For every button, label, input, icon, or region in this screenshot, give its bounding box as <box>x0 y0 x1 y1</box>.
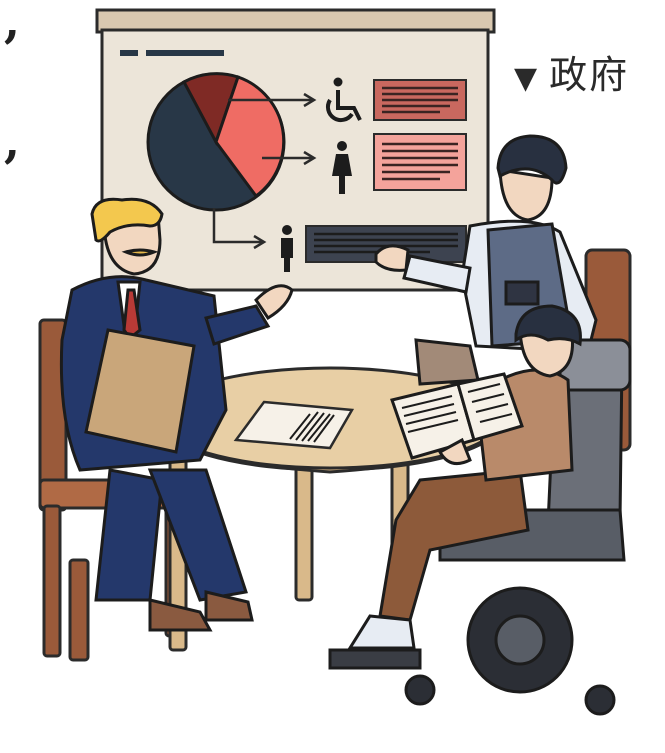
pie-slice-salmon <box>214 75 286 199</box>
board-text-box-1 <box>373 79 467 121</box>
pie-chart <box>146 72 286 212</box>
document-on-table <box>233 400 355 450</box>
caption: ▼ 政府 <box>514 44 629 99</box>
triangle-marker-icon: ▼ <box>514 61 540 96</box>
side-mark-2: , <box>4 114 21 168</box>
chart-arrows <box>212 92 317 250</box>
wheelchair-icon <box>326 77 362 122</box>
side-mark-1: , <box>4 0 21 48</box>
wheelchair-user <box>328 304 632 716</box>
person-male-icon <box>281 225 293 272</box>
person-female-icon <box>332 141 352 194</box>
caption-text: 政府 <box>549 53 630 97</box>
board-text-box-2 <box>373 133 467 191</box>
man-left <box>59 197 294 632</box>
